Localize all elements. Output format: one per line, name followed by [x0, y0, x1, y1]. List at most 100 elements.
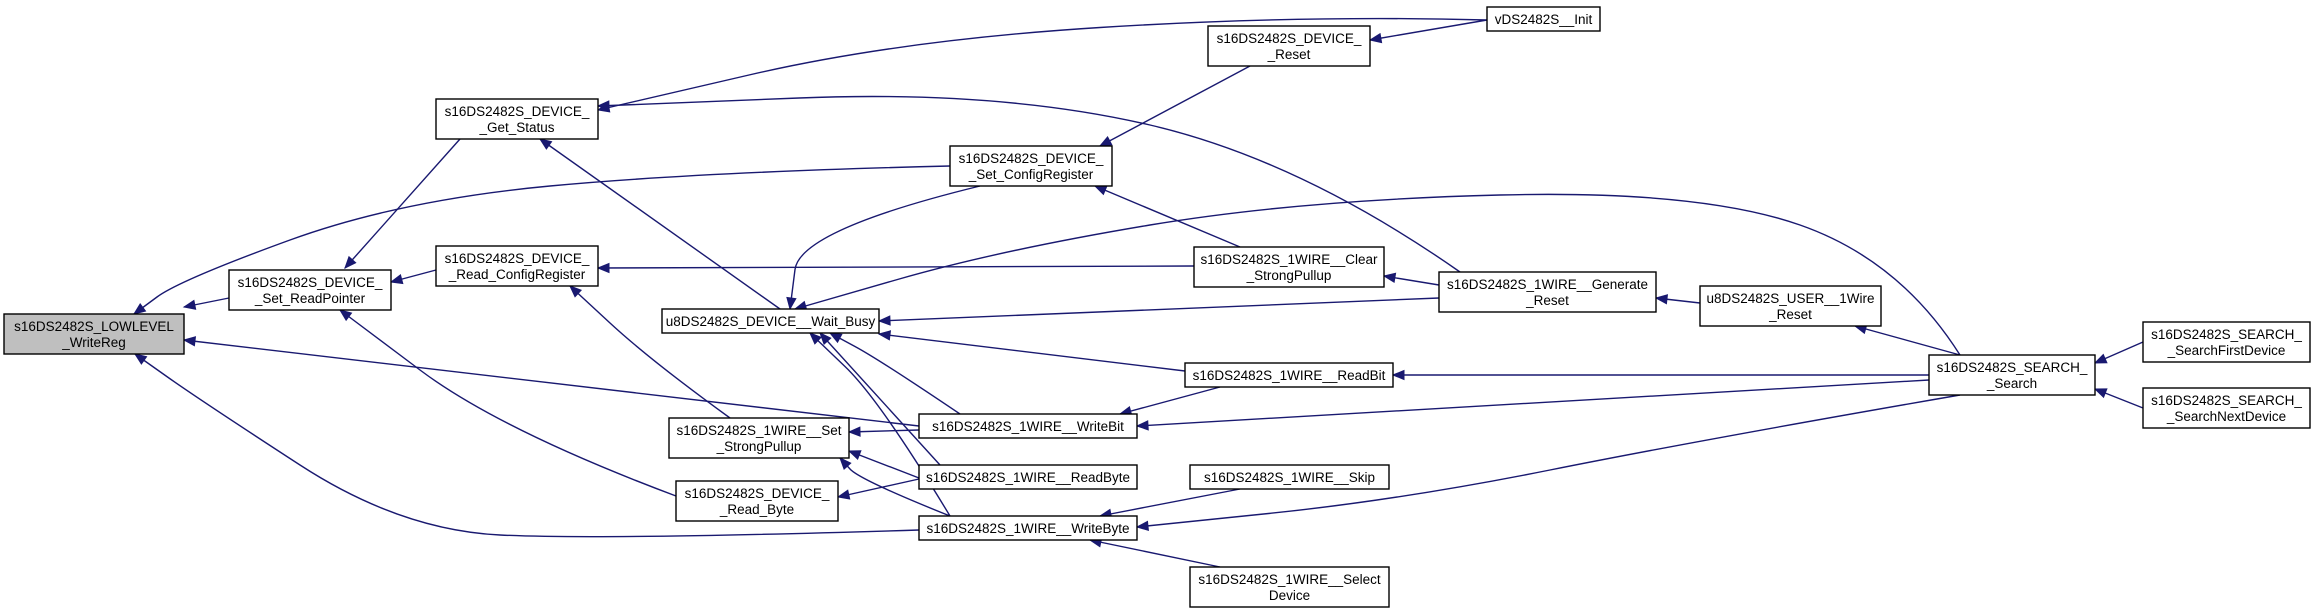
edge-line: [878, 333, 1186, 372]
node-label: s16DS2482S_DEVICE_: [445, 104, 590, 119]
node-box: [1189, 464, 1390, 490]
node-onewire_readbyte[interactable]: s16DS2482S_1WIRE__ReadByte: [918, 464, 1138, 490]
arrowhead: [836, 489, 851, 500]
arrowhead: [786, 296, 797, 311]
node-onewire_set_strongpullup[interactable]: s16DS2482S_1WIRE__Set_StrongPullup: [668, 417, 850, 459]
node-box: [1486, 6, 1601, 32]
node-label: _Search: [1986, 376, 2037, 391]
node-ds2482_init[interactable]: vDS2482S__Init: [1486, 6, 1601, 32]
node-label: _Reset: [1768, 307, 1812, 322]
edge-line: [569, 285, 731, 419]
edge-onewire_clear_strongpullup-to-device_set_configregister: [1093, 185, 1241, 248]
edge-onewire_clear_strongpullup-to-device_read_configregister: [596, 262, 1195, 274]
node-box: [949, 145, 1113, 187]
arrowhead: [1135, 520, 1149, 532]
arrowhead: [819, 332, 832, 346]
edge-device_read_byte-to-device_set_readpointer: [338, 309, 677, 497]
edge-device_wait_busy-to-device_get_status: [538, 138, 781, 310]
node-box: [3, 313, 185, 355]
arrowhead: [1382, 272, 1397, 284]
node-box: [675, 480, 839, 522]
node-label: s16DS2482S_1WIRE__Generate: [1447, 277, 1648, 292]
node-label: _StrongPullup: [716, 439, 802, 454]
node-search_search[interactable]: s16DS2482S_SEARCH__Search: [1928, 354, 2096, 396]
node-onewire_readbit[interactable]: s16DS2482S_1WIRE__ReadBit: [1184, 362, 1394, 388]
edge-onewire_readbyte-to-device_read_byte: [836, 478, 920, 500]
node-device_read_byte[interactable]: s16DS2482S_DEVICE__Read_Byte: [675, 480, 839, 522]
edge-line: [837, 478, 920, 498]
arrowhead: [596, 262, 610, 274]
node-box: [1928, 354, 2096, 396]
node-box: [918, 413, 1138, 439]
node-label: _Set_ConfigRegister: [968, 167, 1094, 182]
arrowhead: [1654, 294, 1669, 305]
arrowhead: [182, 299, 197, 310]
node-device_wait_busy[interactable]: u8DS2482S_DEVICE__Wait_Busy: [661, 308, 880, 334]
node-label: s16DS2482S_DEVICE_: [959, 151, 1104, 166]
node-label: s16DS2482S_DEVICE_: [1217, 31, 1362, 46]
node-box: [1184, 362, 1394, 388]
edge-onewire_set_strongpullup-to-device_read_configregister: [569, 285, 731, 419]
edge-device_set_configregister-to-lowlevel_writereg: [132, 165, 951, 315]
node-label: vDS2482S__Init: [1495, 12, 1593, 27]
node-box: [435, 98, 599, 140]
node-label: u8DS2482S_DEVICE__Wait_Busy: [666, 314, 876, 329]
node-label: s16DS2482S_1WIRE__Clear: [1200, 252, 1378, 267]
node-label: s16DS2482S_DEVICE_: [238, 275, 383, 290]
arrowhead: [847, 450, 862, 461]
node-user_1wire_reset[interactable]: u8DS2482S_USER__1Wire_Reset: [1699, 285, 1882, 327]
node-device_get_status[interactable]: s16DS2482S_DEVICE__Get_Status: [435, 98, 599, 140]
node-onewire_skip[interactable]: s16DS2482S_1WIRE__Skip: [1189, 464, 1390, 490]
node-device_set_configregister[interactable]: s16DS2482S_DEVICE__Set_ConfigRegister: [949, 145, 1113, 187]
edge-device_set_configregister-to-device_wait_busy: [786, 185, 981, 311]
edge-line: [339, 309, 677, 497]
edge-line: [1136, 394, 1961, 528]
arrowhead: [877, 315, 891, 326]
node-device_reset[interactable]: s16DS2482S_DEVICE__Reset: [1207, 25, 1371, 67]
edge-search_searchnextdevice-to-search_search: [2093, 388, 2144, 409]
node-onewire_writebyte[interactable]: s16DS2482S_1WIRE__WriteByte: [918, 515, 1138, 541]
node-box: [1193, 246, 1385, 288]
node-box: [918, 515, 1138, 541]
node-box: [918, 464, 1138, 490]
node-device_read_configregister[interactable]: s16DS2482S_DEVICE__Read_ConfigRegister: [435, 245, 599, 287]
arrowhead: [344, 255, 357, 269]
edge-line: [1089, 539, 1221, 568]
edge-device_read_configregister-to-device_set_readpointer: [389, 269, 437, 285]
node-label: s16DS2482S_SEARCH_: [1937, 360, 2088, 375]
arrowhead: [1391, 369, 1405, 381]
node-onewire_clear_strongpullup[interactable]: s16DS2482S_1WIRE__Clear_StrongPullup: [1193, 246, 1385, 288]
node-lowlevel_writereg[interactable]: s16DS2482S_LOWLEVEL_WriteReg: [3, 313, 185, 355]
arrowhead: [538, 138, 553, 150]
arrowhead: [132, 302, 147, 315]
node-box: [435, 245, 599, 287]
node-label: _Reset: [1267, 47, 1311, 62]
edge-line: [539, 138, 781, 310]
edge-onewire_writebyte-to-lowlevel_writereg: [133, 353, 920, 538]
edge-line: [1094, 185, 1241, 248]
edges-layer: [132, 17, 2144, 568]
node-onewire_writebit[interactable]: s16DS2482S_1WIRE__WriteBit: [918, 413, 1138, 439]
arrowhead: [809, 332, 822, 345]
arrowhead: [828, 332, 843, 344]
node-box: [2142, 387, 2311, 429]
node-search_searchfirstdevice[interactable]: s16DS2482S_SEARCH__SearchFirstDevice: [2142, 321, 2311, 363]
edge-line: [1854, 325, 1961, 356]
node-box: [661, 308, 880, 334]
edge-line: [848, 429, 920, 433]
node-onewire_generate_reset[interactable]: s16DS2482S_1WIRE__Generate_Reset: [1438, 271, 1657, 313]
node-label: s16DS2482S_LOWLEVEL: [14, 319, 174, 334]
edge-device_set_readpointer-to-lowlevel_writereg: [182, 297, 230, 310]
node-search_searchnextdevice[interactable]: s16DS2482S_SEARCH__SearchNextDevice: [2142, 387, 2311, 429]
node-label: s16DS2482S_DEVICE_: [445, 251, 590, 266]
arrowhead: [182, 336, 197, 347]
edge-line: [819, 332, 941, 466]
arrowhead: [596, 100, 610, 111]
edge-onewire_generate_reset-to-device_get_status: [596, 95, 1461, 273]
node-box: [668, 417, 850, 459]
edge-onewire_readbit-to-onewire_writebit: [1118, 386, 1221, 417]
arrowhead: [2093, 388, 2108, 399]
edge-onewire_writebit-to-onewire_set_strongpullup: [847, 426, 920, 437]
node-device_set_readpointer[interactable]: s16DS2482S_DEVICE__Set_ReadPointer: [228, 269, 392, 311]
